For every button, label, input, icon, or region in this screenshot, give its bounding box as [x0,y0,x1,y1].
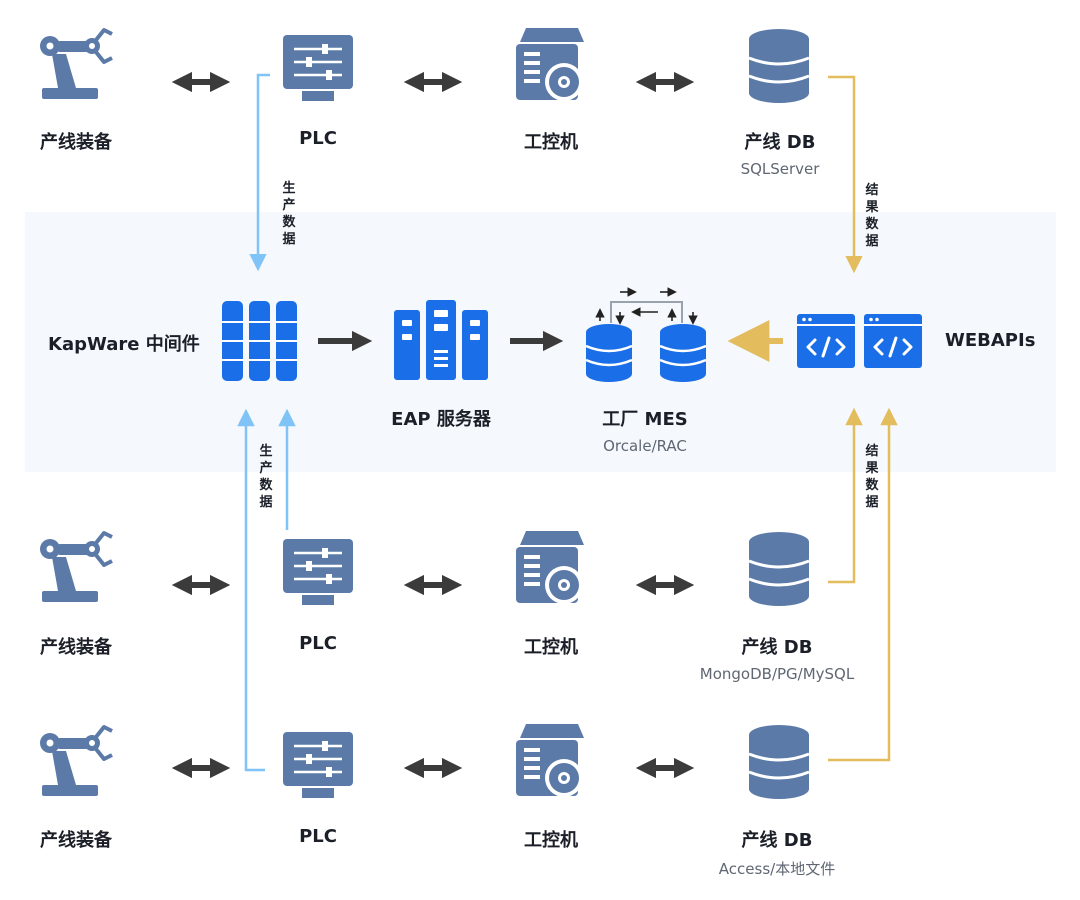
mes-sublabel: Orcale/RAC [603,437,687,455]
equipment-label: 产线装备 [40,637,112,658]
db-label: 产线 DB [741,637,813,658]
db-label: 产线 DB [741,830,813,851]
db-sublabel: SQLServer [740,160,820,178]
result-data-label-top: 结果数据 [865,183,879,249]
mes-replication-lines [595,287,698,325]
result-data-label-bottom: 结果数据 [865,444,879,510]
robot-arm-icon [40,28,113,99]
plc-controller-icon [283,732,353,798]
ipc-label: 工控机 [524,830,578,851]
production-data-label-bottom: 生产数据 [259,444,273,510]
middleware-icon [222,301,297,381]
db-label: 产线 DB [744,132,816,153]
equipment-label: 产线装备 [40,830,112,851]
ipc-label: 工控机 [524,637,578,658]
eap-label: EAP 服务器 [391,409,491,430]
plc-label: PLC [299,826,337,847]
plc-controller-icon [283,539,353,605]
mes-label: 工厂 MES [602,409,688,430]
replicated-database-icon [585,324,707,382]
robot-arm-icon [40,725,113,796]
kapware-label: KapWare 中间件 [48,334,200,355]
result-flow-lines [828,75,898,762]
db-sublabel: Access/本地文件 [718,860,836,878]
equipment-label: 产线装备 [40,132,112,153]
database-icon [748,532,810,606]
api-code-icon [797,314,922,368]
database-icon [748,725,810,799]
plc-label: PLC [299,128,337,149]
industrial-pc-icon [516,724,584,797]
production-data-label-top: 生产数据 [282,181,296,247]
plc-label: PLC [299,633,337,654]
server-rack-icon [394,300,488,380]
db-sublabel: MongoDB/PG/MySQL [699,665,855,683]
ipc-label: 工控机 [524,132,578,153]
webapi-label: WEBAPIs [945,330,1036,351]
industrial-pc-icon [516,28,584,101]
industrial-pc-icon [516,531,584,604]
robot-arm-icon [40,531,113,602]
production-flow-lines [237,73,296,772]
database-icon [748,29,810,103]
plc-controller-icon [283,35,353,101]
